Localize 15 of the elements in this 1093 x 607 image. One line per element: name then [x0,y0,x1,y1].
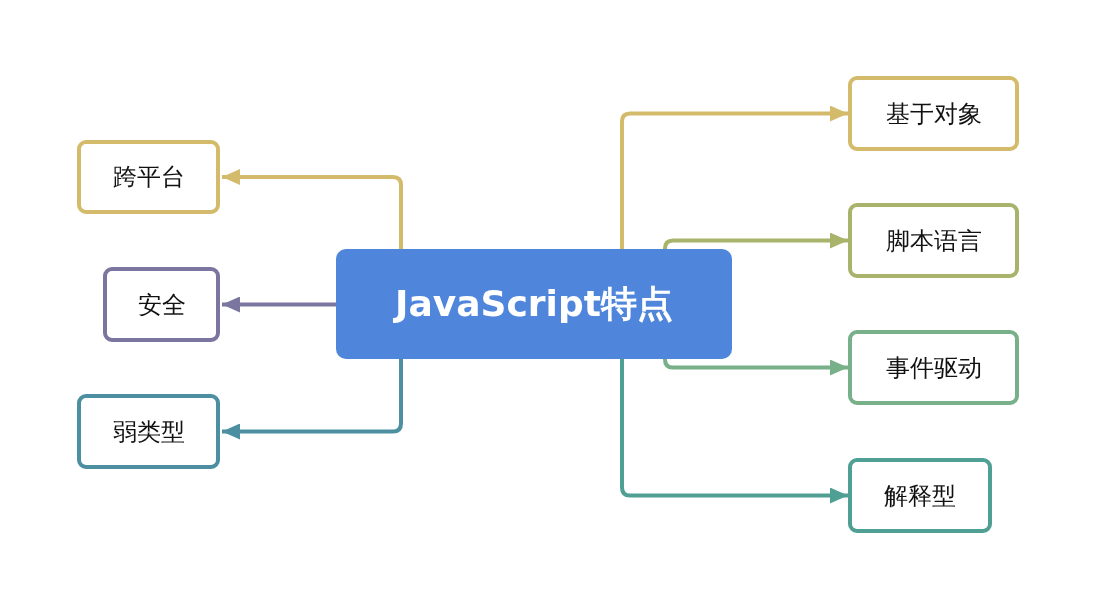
topic-box: JavaScript特点 [336,249,732,359]
feature-box: 跨平台 [77,140,220,214]
arrow [663,232,848,251]
arrow [620,105,848,249]
feature-box: 弱类型 [77,394,220,469]
arrow [222,169,403,249]
feature-box: 脚本语言 [848,203,1019,278]
arrow [620,359,848,504]
feature-box: 事件驱动 [848,330,1019,405]
arrow [222,359,403,440]
arrow [663,357,848,376]
feature-box: 解释型 [848,458,992,533]
feature-box: 基于对象 [848,76,1019,151]
arrow [222,296,336,313]
feature-box: 安全 [103,267,220,342]
